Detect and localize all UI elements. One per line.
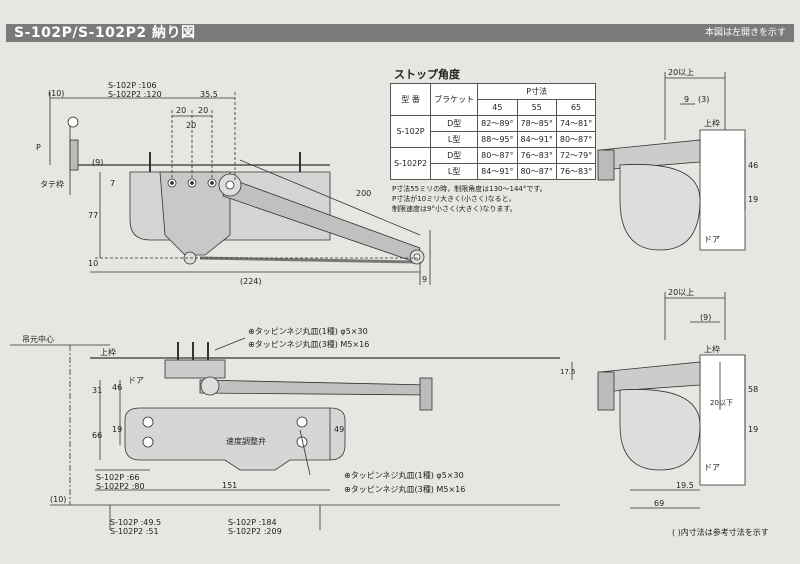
model-s102p: S-102P	[389, 115, 432, 148]
table-cell: 76～83°	[516, 147, 557, 164]
dim-66: 66	[92, 431, 102, 440]
label-door-front: ドア	[128, 376, 144, 385]
bracket-d: D型	[430, 115, 479, 132]
header: S-102P/S-102P2 納り図 本図は左開きを示す	[0, 0, 800, 42]
dim-19-front: 19	[112, 425, 122, 434]
table-cell: 72～79°	[555, 147, 597, 164]
col-bracket: ブラケット	[430, 83, 479, 116]
side-view-bottom	[571, 292, 746, 509]
dim-s102p-66: S-102P :66	[96, 473, 139, 482]
bracket-l: L型	[430, 163, 479, 180]
table-cell: 80～87°	[516, 163, 557, 180]
note-line: P寸法55ミリの時，制限角度は130～144°です。	[392, 185, 547, 193]
table-cell: 80～87°	[477, 147, 518, 164]
table-cell: 80～87°	[555, 131, 597, 148]
note-line: 制限速度は9°小さく(大きく)なります。	[392, 205, 517, 213]
dim-s102p-49-5: S-102P :49.5	[110, 518, 161, 527]
p-55: 55	[516, 99, 557, 116]
dim-20-a: 20	[176, 106, 186, 115]
dim-19-5: 19.5	[676, 481, 694, 490]
dim-10-top: (10)	[48, 89, 64, 98]
dim-46-front: 46	[112, 383, 122, 392]
dim-s102p-184: S-102P :184	[228, 518, 277, 527]
dim-224: (224)	[240, 277, 262, 286]
bracket-l: L型	[430, 131, 479, 148]
dim-7: 7	[110, 179, 115, 188]
dim-20-c: 20	[186, 121, 196, 130]
table-cell: 74～81°	[555, 115, 597, 132]
table-cell: 76～83°	[555, 163, 597, 180]
label-speed-valve: 速度調整弁	[226, 436, 266, 446]
stop-angle-table: 型 番 ブラケット P寸法 45 55 65 S-102P D型 82～89° …	[389, 83, 597, 180]
orientation-note: 本図は左開きを示す	[704, 28, 786, 38]
dim-10-front: (10)	[50, 495, 66, 504]
stop-angle-title: ストップ角度	[394, 68, 460, 81]
dim-s102p2-120: S-102P2 :120	[108, 90, 162, 99]
dim-9-right: 9	[422, 275, 427, 284]
dim-49: 49	[334, 425, 344, 434]
label-door-top: ドア	[704, 235, 720, 244]
header-bar	[6, 24, 794, 42]
dim-19-b: 19	[748, 425, 758, 434]
front-view	[10, 337, 560, 530]
dim-s102p2-51: S-102P2 :51	[110, 527, 159, 536]
label-uwawaku-front: 上枠	[100, 347, 116, 357]
dim-58: 58	[748, 385, 758, 394]
label-uwawaku-b: 上枠	[704, 344, 720, 354]
table-cell: 82～89°	[477, 115, 518, 132]
page-title: S-102P/S-102P2 納り図	[14, 25, 196, 41]
dim-20-down: 20以下	[710, 399, 733, 407]
model-s102p2: S-102P2	[389, 147, 432, 180]
dim-17-5: 17.5	[560, 368, 576, 376]
dim-31: 31	[92, 386, 102, 395]
dim-20-up-b: 20以上	[668, 288, 694, 297]
side-view-top	[597, 72, 746, 251]
dim-9: (9)	[92, 158, 103, 167]
screw-label-2: ⊕タッピンネジ丸皿(3種) M5×16	[248, 339, 369, 349]
dim-9-b: (9)	[700, 313, 711, 322]
col-model: 型 番	[389, 83, 432, 116]
stop-angle-notes: P寸法55ミリの時，制限角度は130～144°です。 P寸法が10ミリ大きく(小…	[392, 184, 592, 214]
dim-p: P	[36, 143, 41, 152]
dim-35-5: 35.5	[200, 90, 218, 99]
label-door-b: ドア	[704, 463, 720, 472]
p-45: 45	[477, 99, 518, 116]
dim-3: (3)	[698, 95, 709, 104]
label-tate-waku: タテ枠	[40, 179, 64, 189]
dim-s102p-106: S-102P :106	[108, 81, 157, 90]
footer-note: ( )内寸法は参考寸法を示す	[672, 528, 769, 537]
table-cell: 78～85°	[516, 115, 557, 132]
label-hinge-center: 吊元中心	[22, 334, 54, 344]
dim-19-side: 19	[748, 195, 758, 204]
dim-46-side: 46	[748, 161, 758, 170]
note-line: P寸法が10ミリ大きく(小さく)なると，	[392, 195, 516, 203]
dim-s102p2-209: S-102P2 :209	[228, 527, 282, 536]
dim-s102p2-80: S-102P2 :80	[96, 482, 145, 491]
dim-9-side: 9	[684, 95, 689, 104]
table-cell: 88～95°	[477, 131, 518, 148]
dim-200: 200	[356, 189, 371, 198]
col-p: P寸法	[477, 83, 597, 100]
dim-20-up: 20以上	[668, 68, 694, 77]
dim-151: 151	[222, 481, 237, 490]
top-view	[49, 92, 431, 285]
p-65: 65	[555, 99, 597, 116]
bracket-d: D型	[430, 147, 479, 164]
table-cell: 84～91°	[477, 163, 518, 180]
dim-77: 77	[88, 211, 98, 220]
dim-20-b: 20	[198, 106, 208, 115]
table-cell: 84～91°	[516, 131, 557, 148]
label-uwawaku: 上枠	[704, 118, 720, 128]
dim-10: 10	[88, 259, 98, 268]
screw-label-4: ⊕タッピンネジ丸皿(3種) M5×16	[344, 484, 465, 494]
screw-label-3: ⊕タッピンネジ丸皿(1種) φ5×30	[344, 470, 464, 480]
dim-69: 69	[654, 499, 664, 508]
screw-label-1: ⊕タッピンネジ丸皿(1種) φ5×30	[248, 326, 368, 336]
